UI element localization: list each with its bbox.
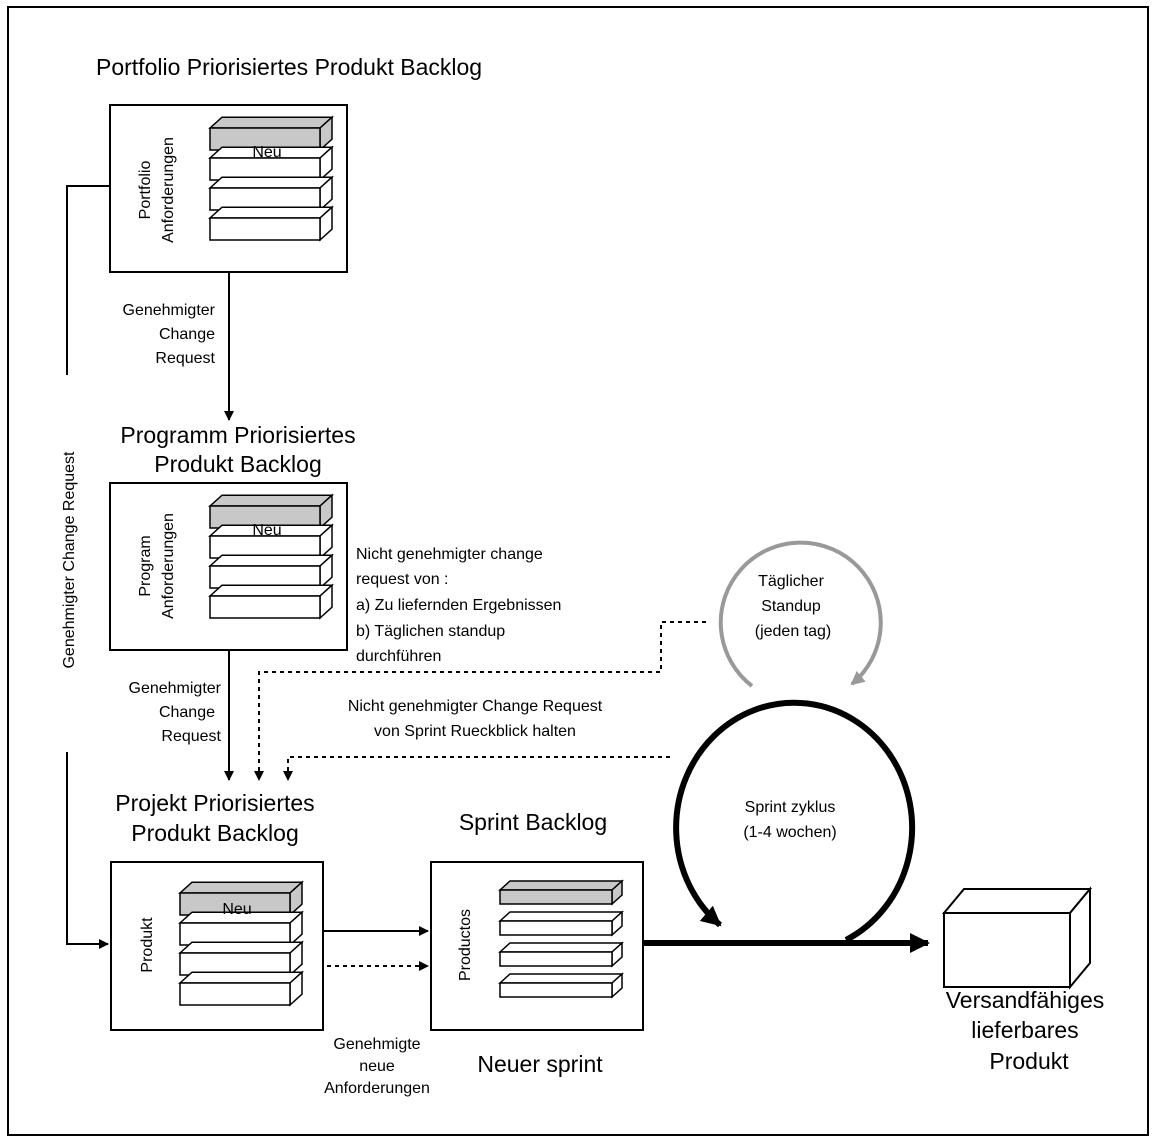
- sprint-cycle-arrow: [673, 699, 916, 943]
- backlog-item: [178, 880, 304, 917]
- outer-frame: [7, 6, 1149, 1136]
- backlog-item: [208, 523, 334, 560]
- left-line-upper: [66, 185, 110, 375]
- portfolio-side-label-1: Portfolio: [137, 161, 154, 220]
- project-side-label: Produkt: [139, 917, 156, 973]
- not-approved-note-line-1: Nicht genehmigter change: [356, 546, 543, 563]
- approved-change-1-line-3: Request: [155, 350, 215, 367]
- backlog-item: [498, 972, 624, 999]
- approved-new-req-line-3: Anforderungen: [324, 1080, 430, 1097]
- backlog-item: [208, 205, 334, 242]
- approved-change-2-line-1: Genehmigter: [129, 680, 222, 697]
- dotted-arrow-retro: [283, 756, 670, 781]
- program-title-2: Produkt Backlog: [154, 451, 321, 477]
- approved-new-req-line-1: Genehmigte: [333, 1036, 420, 1053]
- approved-change-1-line-1: Genehmigter: [123, 302, 216, 319]
- program-side-label-1: Program: [137, 535, 154, 596]
- not-approved-note-line-2: request von :: [356, 571, 449, 588]
- backlog-item: [208, 493, 334, 530]
- project-title-2: Produkt Backlog: [131, 820, 298, 846]
- backlog-item: [208, 145, 334, 182]
- left-vertical-label: Genehmigter Change Request: [61, 451, 78, 669]
- deliverable-label-1: Versandfähiges: [946, 987, 1105, 1013]
- backlog-item: [178, 940, 304, 977]
- project-item-stack: [178, 880, 304, 1007]
- sprint-item-stack: [498, 879, 624, 999]
- standup-label-1: Täglicher: [758, 573, 824, 590]
- approved-change-2-line-2: Change: [159, 704, 215, 721]
- not-approved-note-line-3: a) Zu liefernden Ergebnissen: [356, 597, 561, 614]
- backlog-item: [208, 115, 334, 152]
- standup-cycle-arrow: [718, 540, 883, 688]
- deliverable-label-2: lieferbares: [971, 1017, 1078, 1043]
- left-line-lower: [66, 752, 109, 949]
- sprint-backlog-footer: Neuer sprint: [477, 1051, 603, 1077]
- portfolio-item-stack: [208, 115, 334, 242]
- not-approved-note-line-5: durchführen: [356, 648, 441, 665]
- project-title-1: Projekt Priorisiertes: [115, 790, 314, 816]
- backlog-item: [178, 970, 304, 1007]
- portfolio-title: Portfolio Priorisiertes Produkt Backlog: [96, 54, 482, 80]
- sprint-cycle-label-2: (1-4 wochen): [743, 824, 836, 841]
- program-new-item-label: Neu: [252, 522, 281, 539]
- approved-change-2-line-3: Request: [161, 728, 221, 745]
- retro-note-line-2: von Sprint Rueckblick halten: [374, 723, 576, 740]
- sprint-cycle-label-1: Sprint zyklus: [745, 799, 836, 816]
- approved-change-1-line-2: Change: [159, 326, 215, 343]
- project-new-item-label: Neu: [222, 901, 251, 918]
- standup-label-3: (jeden tag): [755, 623, 832, 640]
- backlog-item: [208, 175, 334, 212]
- portfolio-new-item-label: Neu: [252, 144, 281, 161]
- sprint-backlog-side-label: Productos: [457, 909, 474, 981]
- program-title-1: Programm Priorisiertes: [120, 422, 355, 448]
- approved-new-req-line-2: neue: [359, 1058, 395, 1075]
- portfolio-side-label-2: Anforderungen: [160, 137, 177, 243]
- deliverable-label-3: Produkt: [989, 1048, 1069, 1074]
- retro-note-line-1: Nicht genehmigter Change Request: [348, 698, 603, 715]
- backlog-item: [498, 910, 624, 937]
- backlog-item: [208, 583, 334, 620]
- standup-label-2: Standup: [761, 598, 821, 615]
- sprint-backlog-title: Sprint Backlog: [459, 809, 607, 835]
- project-box: [110, 861, 324, 1031]
- backlog-item: [208, 553, 334, 590]
- program-item-stack: [208, 493, 334, 620]
- deliverable-box-icon: [941, 886, 1093, 990]
- backlog-item: [498, 879, 624, 906]
- not-approved-note-line-4: b) Täglichen standup: [356, 623, 505, 640]
- program-side-label-2: Anforderungen: [160, 513, 177, 619]
- backlog-item: [498, 941, 624, 968]
